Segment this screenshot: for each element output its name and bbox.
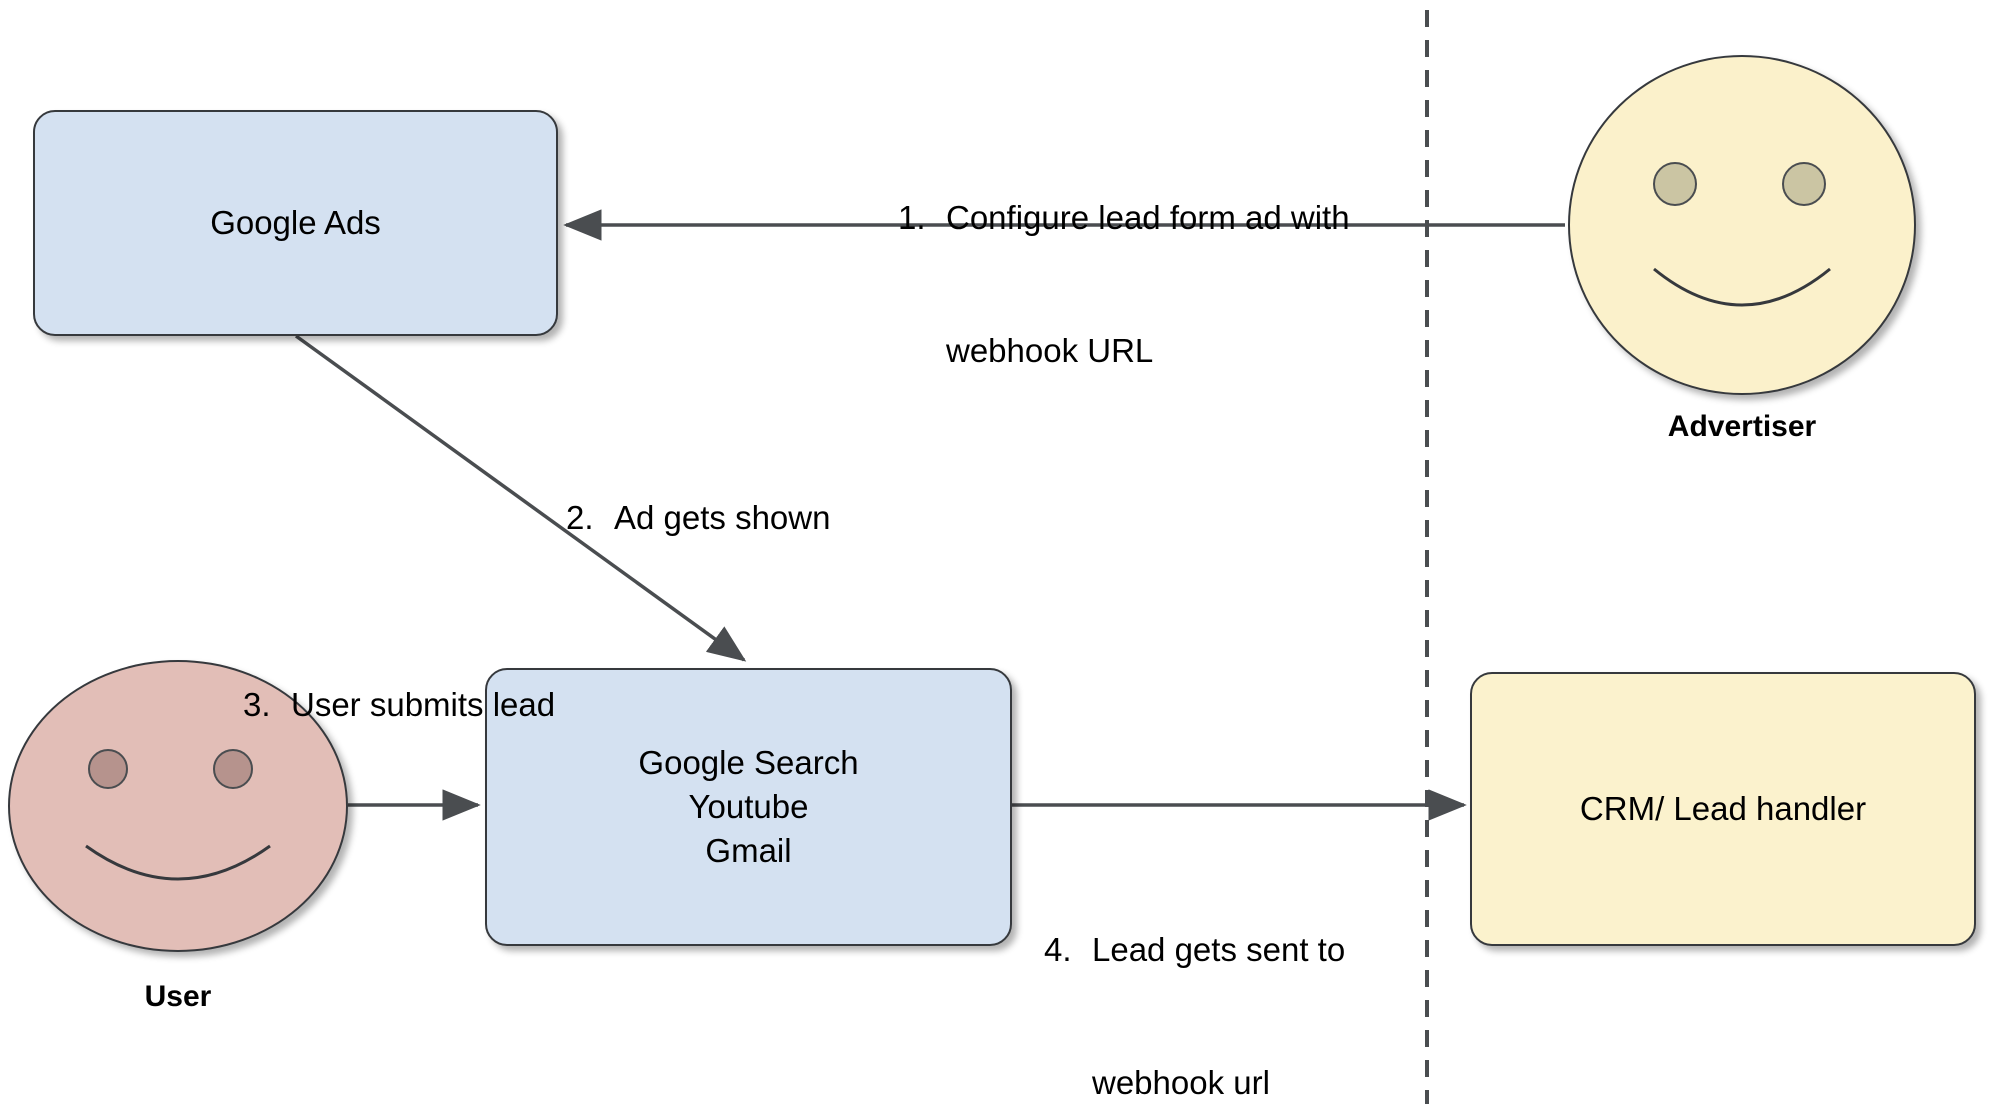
- node-google-ads[interactable]: Google Ads: [33, 110, 558, 336]
- edge-label-3-text-line-1: User submits lead: [291, 686, 556, 724]
- advertiser-smile-icon: [1653, 267, 1831, 307]
- edge-label-1-number: 1.: [898, 199, 926, 237]
- edge-label-1-number-spacer: [898, 329, 946, 373]
- node-google-properties[interactable]: Google Search Youtube Gmail: [485, 668, 1012, 946]
- advertiser-right-eye-icon: [1782, 162, 1826, 206]
- edge-label-lead-gets-sent-to-webhook: 4. Lead gets sent to webhook url: [1044, 840, 1345, 1116]
- node-crm-lead-handler[interactable]: CRM/ Lead handler: [1470, 672, 1976, 946]
- edge-label-4-text-line-1: Lead gets sent to: [1092, 931, 1346, 969]
- advertiser-left-eye-icon: [1653, 162, 1697, 206]
- arrow-google-ads-to-google-properties: [294, 334, 747, 662]
- node-google-ads-line-1: Google Ads: [210, 204, 381, 242]
- user-right-eye-icon: [213, 749, 253, 789]
- user-left-eye-icon: [88, 749, 128, 789]
- user-smile-icon: [85, 844, 271, 881]
- node-google-properties-line-1: Google Search: [638, 744, 859, 782]
- edge-label-3-number: 3.: [243, 686, 271, 724]
- edge-label-ad-gets-shown: 2. Ad gets shown: [566, 408, 830, 629]
- node-google-properties-line-3: Gmail: [705, 831, 792, 869]
- advertiser-face-icon: [1568, 55, 1916, 395]
- edge-label-1-text-line-2: webhook URL: [946, 332, 1154, 370]
- node-crm-lead-handler-line-1: CRM/ Lead handler: [1579, 790, 1867, 828]
- actor-user-label: User: [144, 980, 212, 1013]
- actor-advertiser-label: Advertiser: [1667, 410, 1817, 443]
- user-face-icon: [8, 660, 348, 952]
- node-google-properties-line-2: Youtube: [688, 788, 809, 826]
- edge-label-user-submits-lead: 3. User submits lead: [243, 595, 555, 816]
- edge-label-2-number: 2.: [566, 499, 594, 537]
- actor-advertiser[interactable]: Advertiser: [1568, 55, 1916, 443]
- edge-label-2-text-line-1: Ad gets shown: [614, 499, 831, 537]
- edge-label-4-number-spacer: [1044, 1061, 1092, 1105]
- edge-label-4-text-line-2: webhook url: [1092, 1064, 1270, 1102]
- edge-label-4-number: 4.: [1044, 931, 1072, 969]
- edge-label-configure-lead-form-ad: 1. Configure lead form ad with webhook U…: [898, 108, 1350, 462]
- edge-label-1-text-line-1: Configure lead form ad with: [946, 199, 1350, 237]
- actor-user[interactable]: User: [8, 660, 348, 1013]
